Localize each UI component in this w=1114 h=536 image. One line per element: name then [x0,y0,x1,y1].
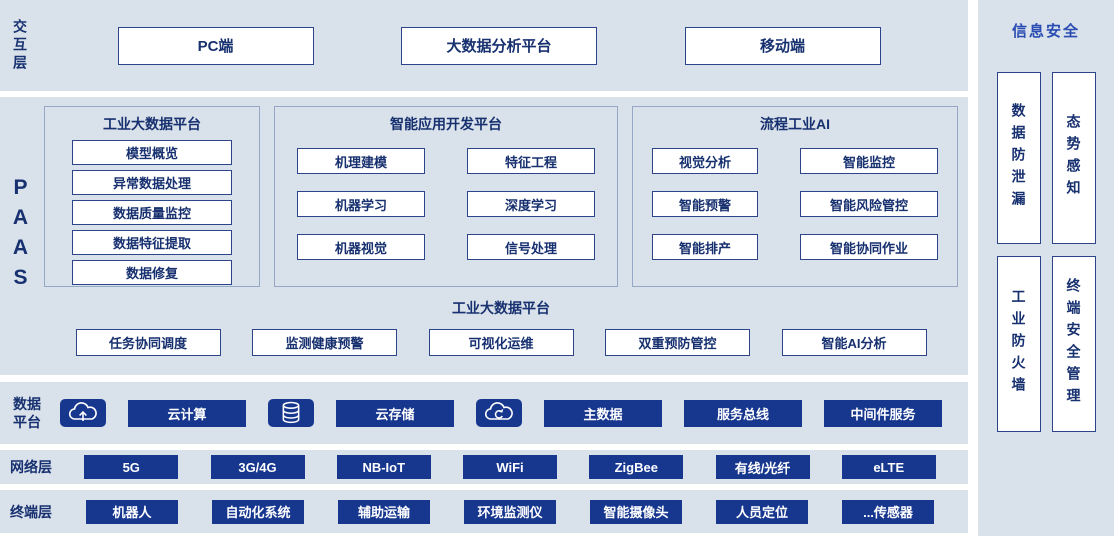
paas-item: 机器学习 [297,191,425,217]
interaction-layer: 交互层 PC端 大数据分析平台 移动端 [0,0,968,91]
data-platform-item: 云计算 [128,399,246,427]
node-bigdata-analysis-platform: 大数据分析平台 [401,26,597,65]
interaction-items: PC端 大数据分析平台 移动端 [30,26,968,65]
cloud-sync-icon [476,399,522,427]
paas-item: 深度学习 [467,191,595,217]
group-title: 工业大数据平台 [103,116,201,132]
group-title: 智能应用开发平台 [390,116,502,132]
paas-item: 智能风险管控 [800,191,938,217]
terminal-item: 环境监测仪 [464,499,556,524]
paas-item: 信号处理 [467,234,595,260]
security-title: 信息安全 [1011,23,1080,40]
paas-item: 数据修复 [72,260,232,285]
group-intelligent-app-dev-platform: 智能应用开发平台 机理建模 特征工程 机器学习 深度学习 机器视觉 信号处理 [274,106,618,287]
security-item-terminal-security-management: 终端安全管理 [1051,256,1096,432]
paas-bottom-items: 任务协同调度 监测健康预警 可视化运维 双重预防管控 智能AI分析 [44,329,958,356]
cloud-upload-icon [60,399,106,427]
paas-item: 智能预警 [652,191,758,217]
network-items: 5G 3G/4G NB-IoT WiFi ZigBee 有线/光纤 eLTE [52,455,968,479]
terminal-item: 机器人 [86,499,178,524]
paas-groups: 工业大数据平台 模型概览 异常数据处理 数据质量监控 数据特征提取 数据修复 智… [44,106,958,287]
node-pc-client: PC端 [117,26,314,65]
data-platform-item: 服务总线 [684,399,802,427]
network-item: NB-IoT [336,455,431,479]
paas-bottom-item: 任务协同调度 [75,329,221,356]
paas-item: 机器视觉 [297,234,425,260]
group-items: 机理建模 特征工程 机器学习 深度学习 机器视觉 信号处理 [275,148,617,260]
data-platform-item: 云存储 [336,399,454,427]
terminal-item: 辅助运输 [338,499,430,524]
paas-bottom-item: 监测健康预警 [252,329,397,356]
paas-content: 工业大数据平台 模型概览 异常数据处理 数据质量监控 数据特征提取 数据修复 智… [32,97,968,375]
terminal-layer: 终端层 机器人 自动化系统 辅助运输 环境监测仪 智能摄像头 人员定位 ...传… [0,490,968,533]
network-item: ZigBee [589,455,684,479]
information-security-column: 信息安全 数据防泄漏 态势感知 工业防火墙 终端安全管理 [978,0,1114,536]
data-platform-layer: 数据平台 云计算 云存储 [0,382,968,444]
terminal-item: 人员定位 [716,499,808,524]
security-row: 工业防火墙 终端安全管理 [996,256,1096,432]
security-items: 数据防泄漏 态势感知 工业防火墙 终端安全管理 [996,72,1096,432]
paas-item: 模型概览 [72,140,232,165]
paas-item: 视觉分析 [652,148,758,174]
paas-item: 智能排产 [652,234,758,260]
network-layer: 网络层 5G 3G/4G NB-IoT WiFi ZigBee 有线/光纤 eL… [0,450,968,484]
paas-item: 异常数据处理 [72,170,232,195]
paas-item: 智能监控 [800,148,938,174]
network-layer-label: 网络层 [10,459,52,475]
paas-bottom-item: 智能AI分析 [781,329,927,356]
group-process-industry-ai: 流程工业AI 视觉分析 智能监控 智能预警 智能风险管控 智能排产 智能协同作业 [632,106,958,287]
terminal-item: 自动化系统 [212,499,304,524]
network-item: WiFi [463,455,557,479]
database-icon [268,399,314,427]
paas-layer: PAAS 工业大数据平台 模型概览 异常数据处理 数据质量监控 数据特征提取 数… [0,97,968,375]
security-row: 数据防泄漏 态势感知 [996,72,1096,244]
paas-item: 数据质量监控 [72,200,232,225]
data-platform-item: 主数据 [544,399,662,427]
network-item: eLTE [841,455,936,479]
terminal-layer-label: 终端层 [10,503,52,520]
network-item: 有线/光纤 [715,455,810,479]
network-item: 5G [84,455,179,479]
network-item: 3G/4G [210,455,305,479]
node-mobile-client: 移动端 [684,26,881,65]
paas-bottom-item: 可视化运维 [428,329,574,356]
security-item-industrial-firewall: 工业防火墙 [996,256,1041,432]
paas-item: 特征工程 [467,148,595,174]
paas-bottom-item: 双重预防管控 [605,329,750,356]
paas-layer-label: PAAS [9,176,32,296]
paas-item: 智能协同作业 [800,234,938,260]
group-items: 模型概览 异常数据处理 数据质量监控 数据特征提取 数据修复 [45,140,259,285]
security-item-data-leak-prevention: 数据防泄漏 [996,72,1041,244]
security-item-situation-awareness: 态势感知 [1051,72,1096,244]
main-area: 交互层 PC端 大数据分析平台 移动端 PAAS 工业大数据平台 模型概览 异常… [0,0,968,533]
data-platform-layer-label: 数据平台 [13,395,41,430]
data-platform-items: 云计算 云存储 主数据 服务总线 [44,399,968,427]
data-platform-item: 中间件服务 [824,399,942,427]
group-title: 流程工业AI [760,116,830,132]
paas-item: 数据特征提取 [72,230,232,255]
paas-item: 机理建模 [297,148,425,174]
terminal-item: 智能摄像头 [590,499,682,524]
paas-bottom-title: 工业大数据平台 [452,300,550,316]
group-items: 视觉分析 智能监控 智能预警 智能风险管控 智能排产 智能协同作业 [633,148,957,260]
terminal-items: 机器人 自动化系统 辅助运输 环境监测仪 智能摄像头 人员定位 ...传感器 [52,499,968,524]
group-industrial-bigdata-platform: 工业大数据平台 模型概览 异常数据处理 数据质量监控 数据特征提取 数据修复 [44,106,260,287]
terminal-item: ...传感器 [842,499,934,524]
interaction-layer-label: 交互层 [12,18,28,73]
